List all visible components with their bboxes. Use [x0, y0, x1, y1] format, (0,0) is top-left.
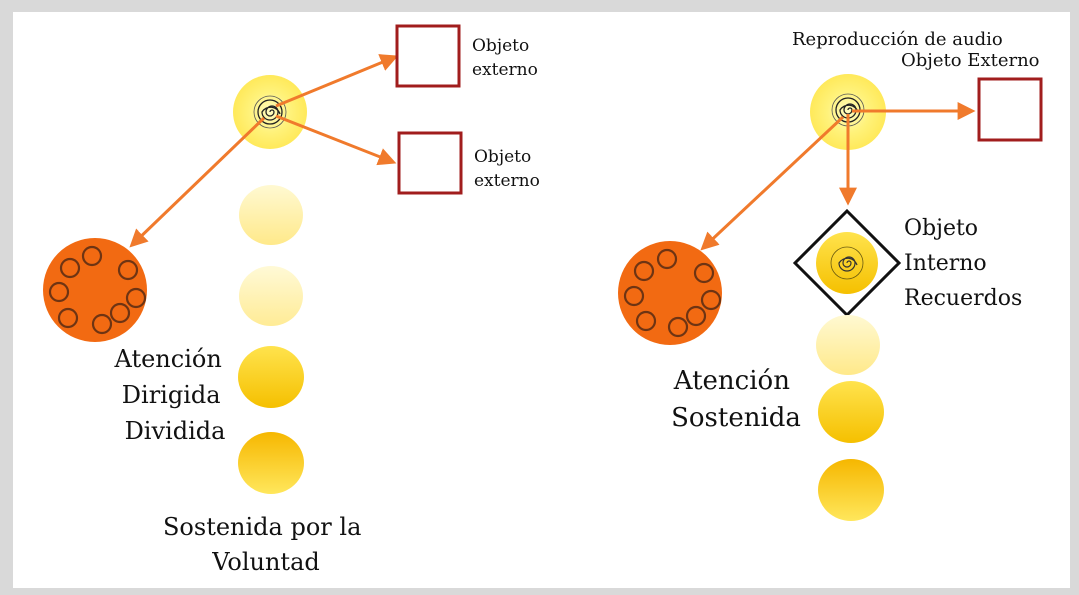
mid-box-label-2: externo — [474, 171, 540, 191]
top-box-label-1: Objeto — [472, 36, 529, 56]
right-yellow-circle-3 — [818, 459, 884, 521]
svg-text:Objeto externo: Objeto externo — [472, 36, 538, 80]
left-yellow-circle-3 — [238, 346, 304, 408]
svg-text:Objeto externo: Objeto externo — [474, 147, 540, 191]
mid-box-label-1: Objeto — [474, 147, 531, 167]
left-main-label-1: Atención — [114, 345, 222, 373]
right-main-label-1: Atención — [673, 366, 790, 396]
internal-object-label-1: Objeto — [904, 216, 978, 241]
internal-object-diamond — [792, 208, 902, 318]
svg-text:Reproducción de audio: Reproducción de audio Objeto Externo — [792, 29, 1040, 71]
left-main-label-3: Dividida — [125, 417, 226, 445]
left-yellow-circle-2 — [239, 266, 303, 326]
left-yellow-circle-1 — [239, 185, 303, 245]
arrow-to-right-orange-circle — [700, 115, 845, 251]
external-object-label: Objeto Externo — [901, 50, 1040, 71]
top-box-label-2: externo — [472, 60, 538, 80]
left-orange-circle — [43, 238, 147, 342]
svg-text:Atención Sostenida: Atención Sostenida — [671, 366, 801, 433]
right-yellow-circle-2 — [818, 381, 884, 443]
arrow-to-mid-box — [275, 114, 397, 166]
svg-text:Sostenida por la Volun: Sostenida por la Voluntad — [163, 513, 369, 576]
arrow-to-orange-circle — [129, 116, 266, 248]
left-yellow-circle-4 — [238, 432, 304, 494]
right-orange-circle — [618, 241, 722, 345]
audio-playback-label: Reproducción de audio — [792, 29, 1003, 50]
right-diagram: Reproducción de audio Objeto Externo — [618, 29, 1043, 521]
left-bottom-label-2: Voluntad — [211, 548, 319, 576]
left-diagram: Objeto externo Objeto externo — [43, 24, 540, 576]
right-main-label-2: Sostenida — [671, 403, 801, 433]
arrow-to-top-box — [275, 54, 399, 108]
internal-object-label-3: Recuerdos — [904, 286, 1022, 311]
right-yellow-circle-1 — [816, 315, 880, 375]
svg-text:Atención Dirigida: Atención Dirigida Dividida — [114, 345, 230, 445]
left-spiral-icon — [253, 95, 287, 129]
right-external-object-box — [977, 77, 1043, 142]
left-main-label-2: Dirigida — [122, 381, 221, 409]
left-bottom-label-1: Sostenida por la — [163, 513, 361, 541]
external-object-box-mid — [397, 131, 463, 195]
external-object-box-top — [395, 24, 461, 88]
internal-object-label-2: Interno — [904, 251, 987, 276]
svg-text:Objeto Interno: Objeto Interno Recuerdos — [904, 216, 1022, 311]
diagram-panel — [13, 12, 1070, 588]
